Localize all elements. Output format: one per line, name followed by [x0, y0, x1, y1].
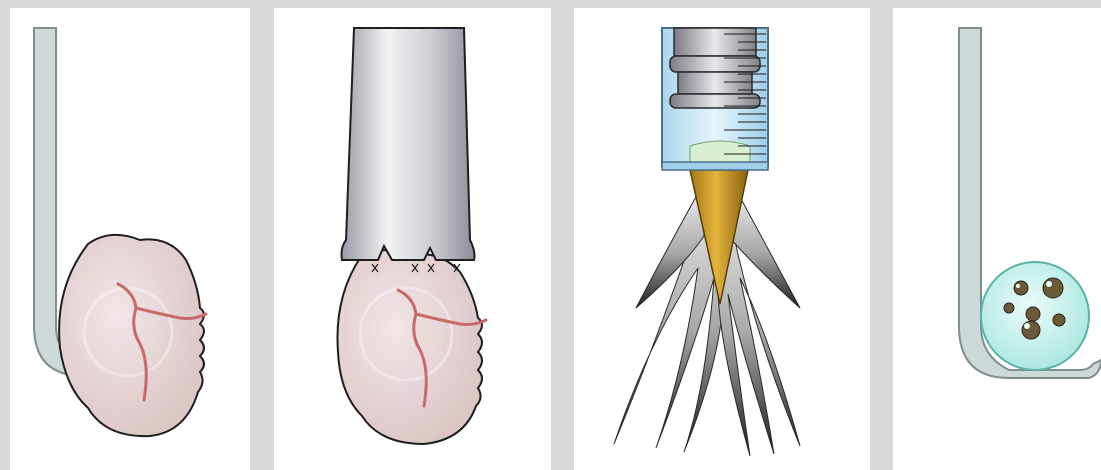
panel-pipette-tissue: [10, 8, 250, 470]
panel-needle-cut: [274, 8, 551, 470]
cutting-needle: [342, 28, 475, 260]
tissue-fragment: [337, 250, 482, 444]
panel-syringe-digest: [574, 8, 870, 470]
panel-3-illustration: [574, 8, 870, 470]
panel-cell-suspension: [893, 8, 1101, 470]
syringe-plunger: [670, 28, 760, 108]
panel-2-illustration: [274, 8, 551, 470]
panel-1-illustration: [10, 8, 250, 470]
tissue-fragment: [59, 235, 204, 436]
syringe-tip: [662, 162, 768, 170]
panel-4-illustration: [893, 8, 1101, 470]
